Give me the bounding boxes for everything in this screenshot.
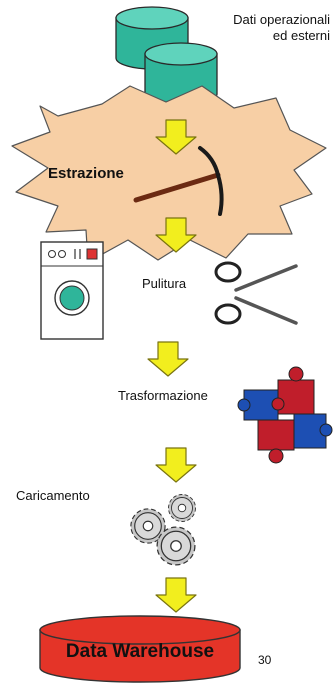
transformation-label: Trasformazione [118,388,208,403]
extraction-label: Estrazione [48,165,124,182]
data-warehouse-label: Data Warehouse [66,641,214,662]
data-warehouse-cylinder [39,615,241,683]
washing-machine-icon [40,241,104,340]
flow-arrow [155,447,197,483]
gears-icon [130,494,196,566]
flow-arrow [155,577,197,613]
page-number: 30 [258,653,272,667]
puzzle-icon [237,366,333,464]
pickaxe-icon [133,146,224,216]
scissors-icon [214,261,298,325]
sources-label-line1: Dati operazionali [233,12,330,27]
extraction-burst [11,85,327,263]
loading-label: Caricamento [16,488,90,503]
sources-label-line2: ed esterni [273,28,330,43]
cleaning-label: Pulitura [142,276,187,291]
flow-arrow [147,341,189,377]
